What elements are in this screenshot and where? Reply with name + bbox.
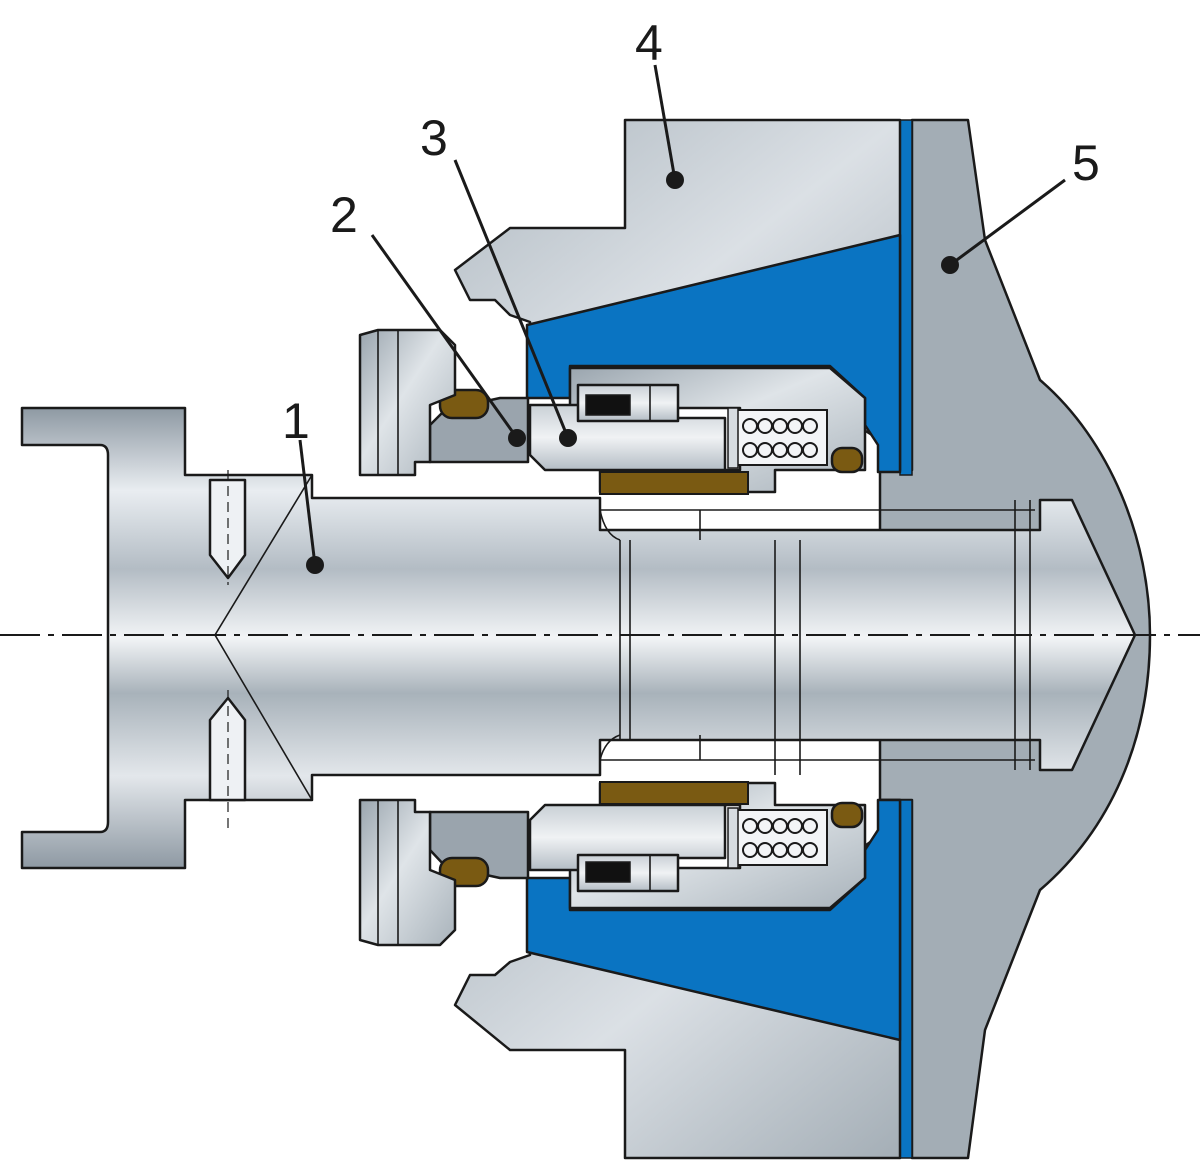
spring-lower — [727, 807, 828, 869]
leader-dots — [306, 171, 959, 574]
elastomer-sleeve-lower — [599, 781, 749, 805]
spring-upper — [727, 407, 828, 469]
callout-label-4: 4 — [635, 15, 663, 71]
o-ring-gland-upper — [830, 446, 864, 474]
leader-lines — [298, 64, 1066, 566]
callout-label-3: 3 — [420, 110, 448, 166]
gasket-strip — [899, 119, 913, 476]
drill-hole-lower — [208, 696, 247, 802]
cover-bolt-lines — [377, 330, 399, 945]
o-ring-gland-lower — [830, 801, 864, 829]
callout-label-5: 5 — [1072, 135, 1100, 191]
insert-upper — [585, 394, 631, 416]
cover-plate-upper — [358, 328, 457, 477]
elastomer-sleeve-upper — [599, 471, 749, 495]
sleeve-lines — [599, 500, 1035, 775]
shaft — [20, 406, 1137, 870]
drill-hole-upper — [208, 478, 247, 580]
callout-label-2: 2 — [330, 187, 358, 243]
insert-lower — [585, 861, 631, 883]
callout-label-1: 1 — [282, 393, 310, 449]
cover-plate-lower — [358, 798, 457, 947]
gasket-strip-lower — [899, 799, 913, 1159]
